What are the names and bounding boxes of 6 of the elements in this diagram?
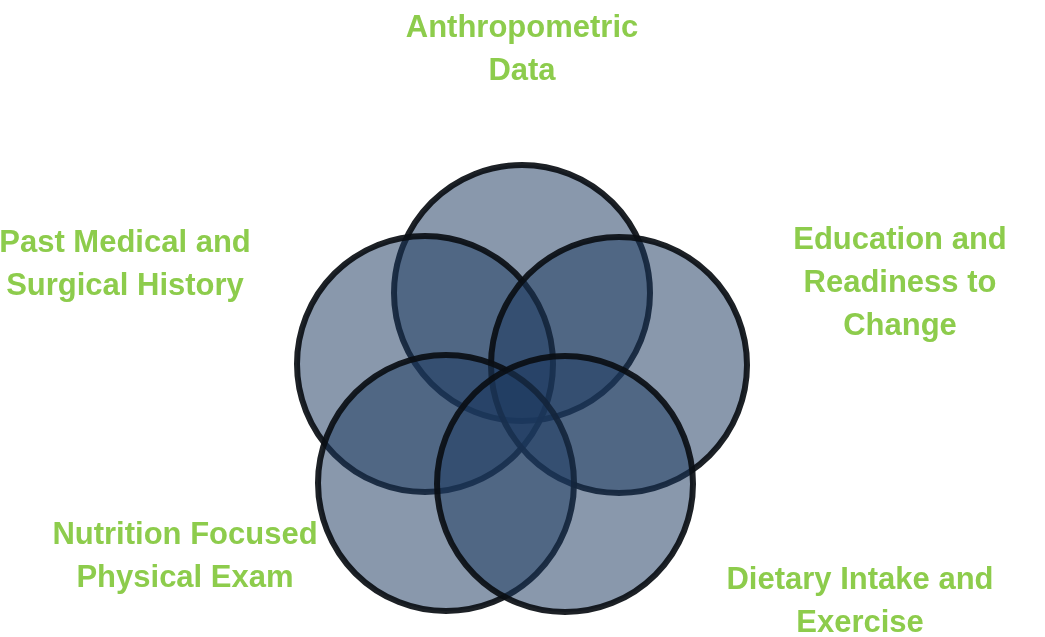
circle-caption: Dietary Intake and Exercise xyxy=(725,560,995,637)
circle-caption: Education and Readiness to Change xyxy=(792,220,1008,344)
circle-caption: Nutrition Focused Physical Exam xyxy=(51,515,319,596)
circle-caption: Anthropometric Data xyxy=(404,8,640,89)
venn-circle xyxy=(434,353,696,615)
circle-caption: Past Medical and Surgical History xyxy=(0,223,252,304)
